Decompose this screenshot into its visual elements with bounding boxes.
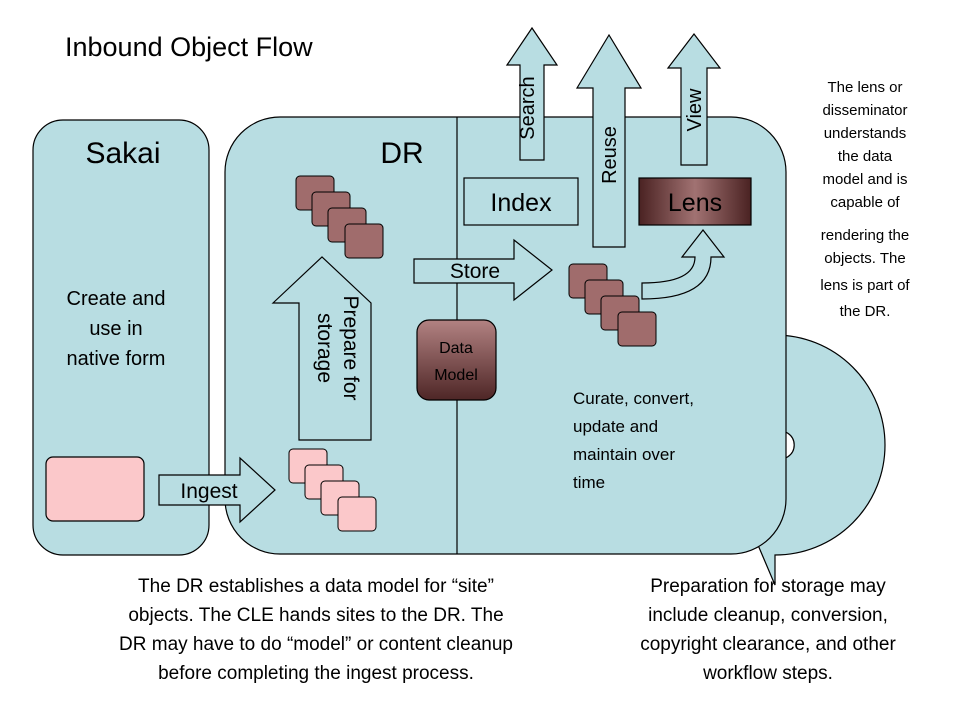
- sakai-panel: [32, 119, 210, 556]
- lens-note-line: The lens or: [827, 79, 902, 96]
- lens-note-line: the data: [838, 148, 893, 165]
- index-label: Index: [490, 189, 552, 217]
- dr-model-note-line: before completing the ingest process.: [158, 663, 474, 684]
- lens-note-line: disseminator: [822, 102, 907, 119]
- lens-box: [638, 177, 752, 226]
- index-box: [463, 177, 579, 226]
- reuse-arrow: [575, 33, 643, 248]
- ingest-arrow: [158, 456, 276, 524]
- curate-text-line: maintain over: [573, 445, 675, 464]
- prep-note: Preparation for storage may include clea…: [640, 576, 896, 684]
- curate-text-line: Curate, convert,: [573, 389, 694, 408]
- dr-model-note: The DR establishes a data model for “sit…: [119, 576, 513, 684]
- dr-label: DR: [380, 137, 423, 170]
- sakai-desc-line: Create and: [67, 288, 166, 310]
- store-arrow: [413, 238, 553, 302]
- lens-note-line: lens is part of: [820, 277, 910, 294]
- lens-note-line: capable of: [830, 194, 900, 211]
- stored-object: [617, 311, 657, 347]
- sakai-desc-line: use in: [89, 318, 142, 340]
- prep-note-line: Preparation for storage may: [650, 576, 886, 597]
- search-arrow-label: Search: [517, 76, 539, 139]
- view-arrow-label: View: [684, 88, 706, 132]
- lens-note-line: model and is: [822, 171, 907, 188]
- ingested-object: [337, 496, 377, 532]
- diagram-title: Inbound Object Flow: [65, 32, 313, 62]
- lens-note-line: rendering the: [821, 227, 909, 244]
- lens-note-line: the DR.: [840, 303, 891, 320]
- lens-note-line: understands: [824, 125, 907, 142]
- lens-label: Lens: [668, 189, 722, 217]
- prepare-arrow: [271, 256, 372, 441]
- search-arrow: [505, 26, 559, 161]
- data-model-label: Model: [434, 367, 478, 384]
- sakai-desc-line: native form: [67, 348, 166, 370]
- lens-note-line: objects. The: [824, 250, 905, 267]
- curate-text-line: time: [573, 473, 605, 492]
- prepare-arrow-label: Prepare for: [339, 295, 362, 400]
- dr-model-note-line: objects. The CLE hands sites to the DR. …: [128, 605, 503, 626]
- render-arrow: [641, 229, 726, 300]
- prep-note-line: workflow steps.: [702, 663, 833, 684]
- data-model-box: [416, 319, 497, 401]
- ingest-arrow-label: Ingest: [180, 480, 237, 503]
- prep-note-line: include cleanup, conversion,: [648, 605, 888, 626]
- sakai-label: Sakai: [85, 137, 160, 170]
- prepared-object: [344, 223, 384, 259]
- native-object: [45, 456, 145, 522]
- reuse-arrow-label: Reuse: [599, 126, 621, 184]
- view-arrow: [666, 33, 722, 166]
- store-arrow-label: Store: [450, 260, 500, 283]
- data-model-label: Data: [439, 340, 473, 357]
- prep-note-line: copyright clearance, and other: [640, 634, 896, 655]
- curate-text-line: update and: [573, 417, 658, 436]
- dr-model-note-line: The DR establishes a data model for “sit…: [138, 576, 494, 597]
- prepare-arrow-label: storage: [313, 313, 336, 383]
- lens-note: The lens or disseminator understands the…: [820, 79, 910, 320]
- dr-model-note-line: DR may have to do “model” or content cle…: [119, 634, 513, 655]
